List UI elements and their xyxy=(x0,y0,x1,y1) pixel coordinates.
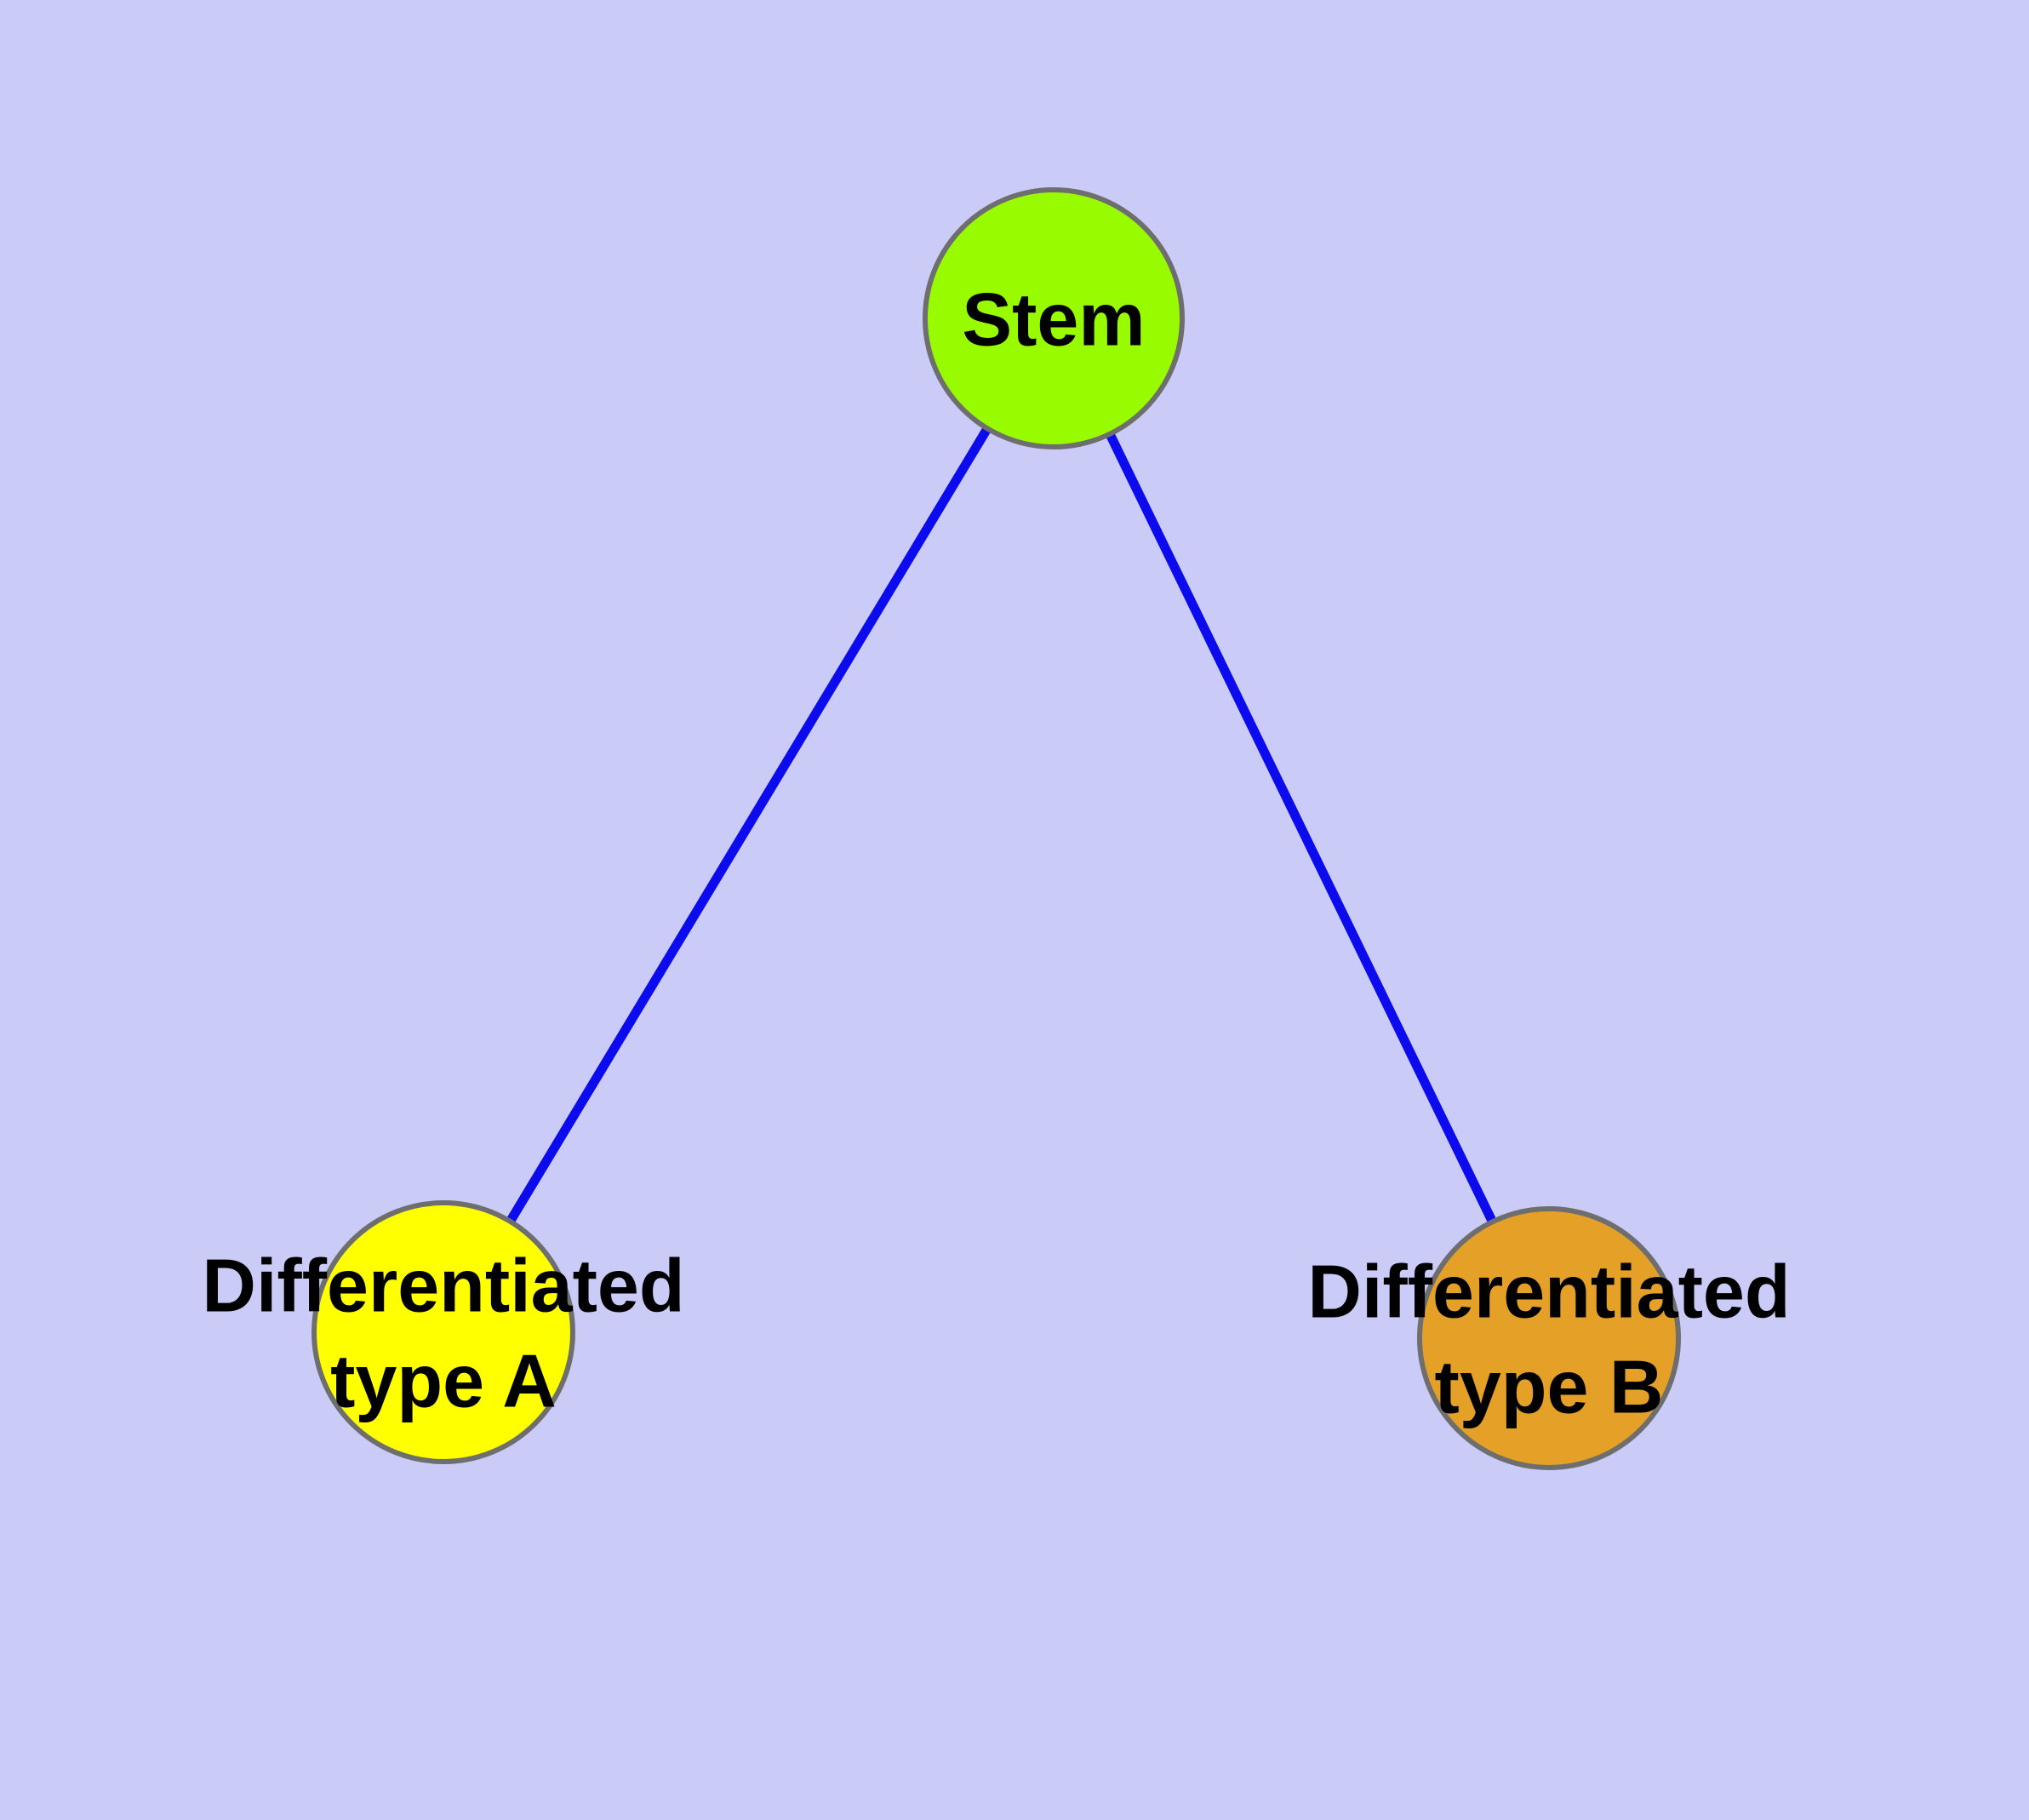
node-circle-differentiated-type-b xyxy=(1417,1206,1681,1470)
node-label-differentiated-type-a-line1: Differentiated xyxy=(202,1244,684,1328)
node-label-stem: Stem xyxy=(962,278,1145,362)
node-label-differentiated-type-b-line1: Differentiated xyxy=(1307,1250,1790,1334)
nodes-layer xyxy=(311,187,1681,1470)
node-circle-differentiated-type-a xyxy=(311,1200,575,1464)
edges-layer xyxy=(439,316,1553,1341)
node-label-differentiated-type-a-line2: type A xyxy=(330,1339,557,1423)
node-label-differentiated-type-b-line2: type B xyxy=(1435,1345,1664,1429)
edge-stem-to-differentiated-type-a xyxy=(439,316,1058,1335)
edge-stem-to-differentiated-type-b xyxy=(1049,316,1553,1341)
node-circle-stem xyxy=(923,187,1185,449)
